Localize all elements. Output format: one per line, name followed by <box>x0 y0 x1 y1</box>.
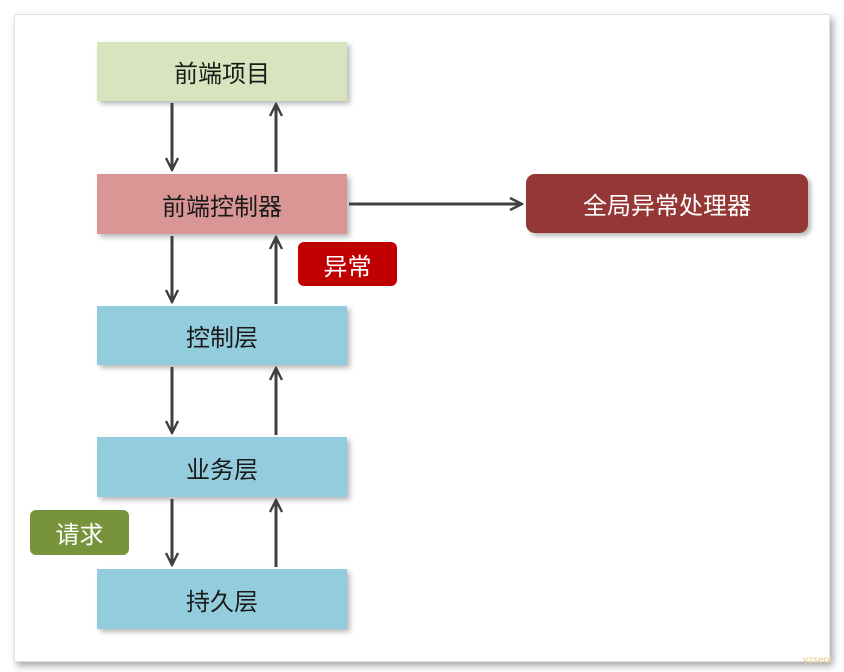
exception-label: 异常 <box>298 242 397 286</box>
persistence-layer-node: 持久层 <box>97 569 347 629</box>
controller-layer-node: 控制层 <box>97 306 347 365</box>
frontend-project-node: 前端项目 <box>97 42 347 101</box>
watermark: yzseo! <box>803 655 832 666</box>
global-exception-handler-node: 全局异常处理器 <box>526 174 808 233</box>
request-label: 请求 <box>30 510 129 555</box>
service-layer-node: 业务层 <box>97 437 347 497</box>
frontend-controller-node: 前端控制器 <box>97 174 347 234</box>
